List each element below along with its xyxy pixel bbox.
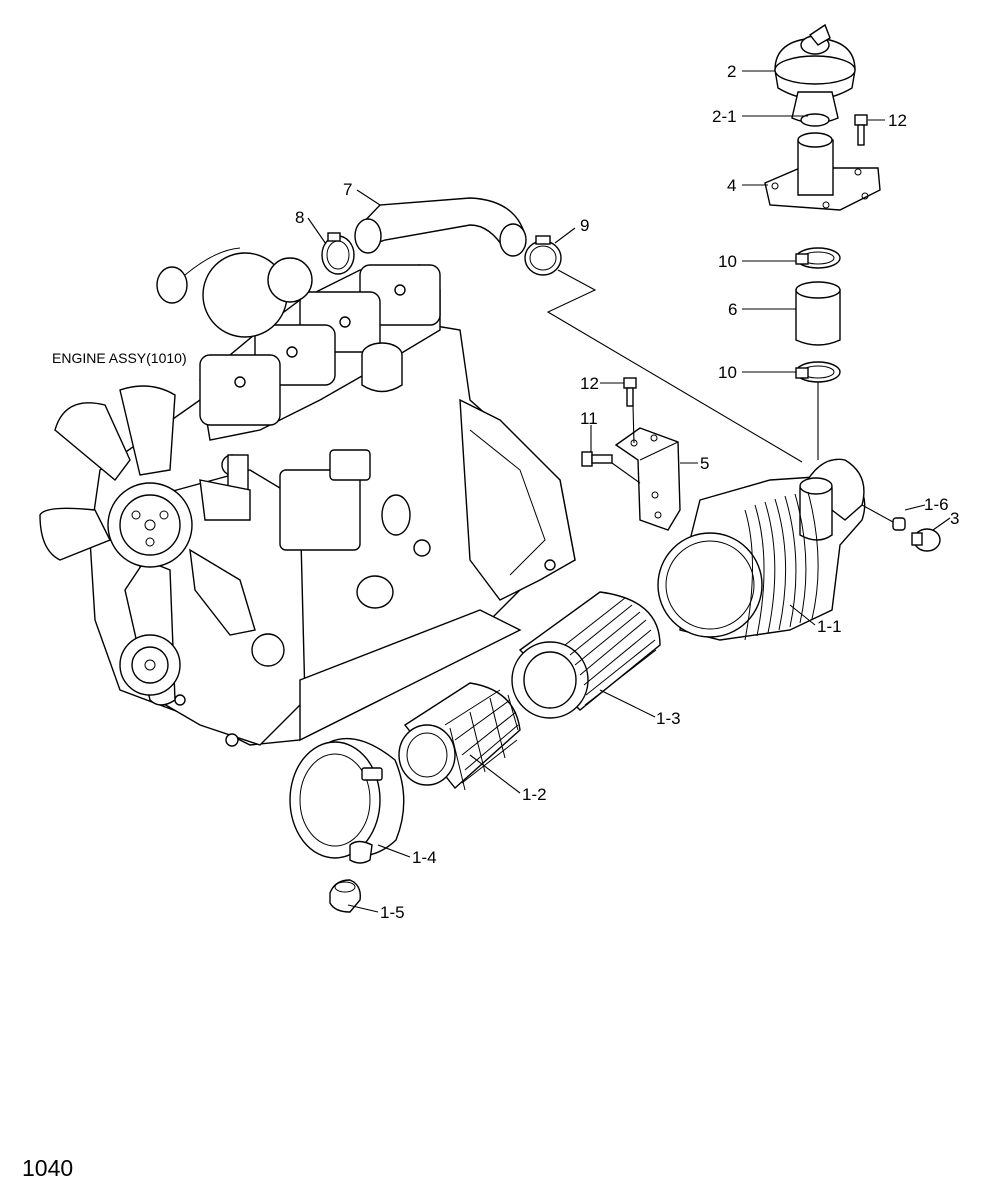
- bolt-11: [581, 451, 613, 467]
- hose-clamp-9: [524, 235, 562, 276]
- callout-6: 6: [728, 300, 737, 319]
- callout-1-3: 1-3: [656, 709, 681, 728]
- callout-1-6: 1-6: [924, 495, 949, 514]
- callout-3: 3: [950, 509, 959, 528]
- hose-clamp-10-upper: [795, 247, 841, 269]
- callout-7: 7: [343, 180, 352, 199]
- callout-12-top: 12: [888, 111, 907, 130]
- connector-hose: [795, 281, 841, 346]
- callout-2: 2: [727, 62, 736, 81]
- page-number: 1040: [22, 1155, 74, 1181]
- cap-1-6: [892, 517, 906, 531]
- hose-clamp-8: [321, 232, 355, 275]
- bolt-12-bracket: [623, 377, 637, 407]
- outer-filter-element: [511, 591, 661, 719]
- callout-1-2: 1-2: [522, 785, 547, 804]
- callout-5: 5: [700, 454, 709, 473]
- callout-9: 9: [580, 216, 589, 235]
- callout-4: 4: [727, 176, 736, 195]
- air-cleaner-cover: [289, 737, 405, 864]
- evacuator-valve: [329, 879, 361, 913]
- bolt-12-top: [854, 114, 868, 146]
- callout-10-lower: 10: [718, 363, 737, 382]
- callout-2-1: 2-1: [712, 107, 737, 126]
- engine-assy-label: ENGINE ASSY(1010): [52, 350, 187, 366]
- inner-filter-element: [398, 682, 521, 791]
- cooling-fan: [39, 385, 256, 706]
- callout-10-upper: 10: [718, 252, 737, 271]
- leader-lines: [307, 70, 951, 913]
- callout-1-4: 1-4: [412, 848, 437, 867]
- callout-11: 11: [580, 409, 598, 428]
- callout-1-1: 1-1: [817, 617, 842, 636]
- callout-1-5: 1-5: [380, 903, 405, 922]
- flange-plate: [764, 132, 881, 211]
- mounting-bracket: [614, 427, 681, 531]
- intake-hose: [354, 197, 527, 257]
- pre-cleaner: [774, 23, 856, 127]
- callout-8: 8: [295, 208, 304, 227]
- plug-3: [911, 528, 941, 552]
- callout-12-bracket: 12: [580, 374, 599, 393]
- engine-assembly: [39, 247, 576, 747]
- hose-clamp-10-lower: [795, 361, 841, 383]
- air-cleaner-body: [657, 458, 866, 641]
- crank-pulley: [119, 634, 181, 696]
